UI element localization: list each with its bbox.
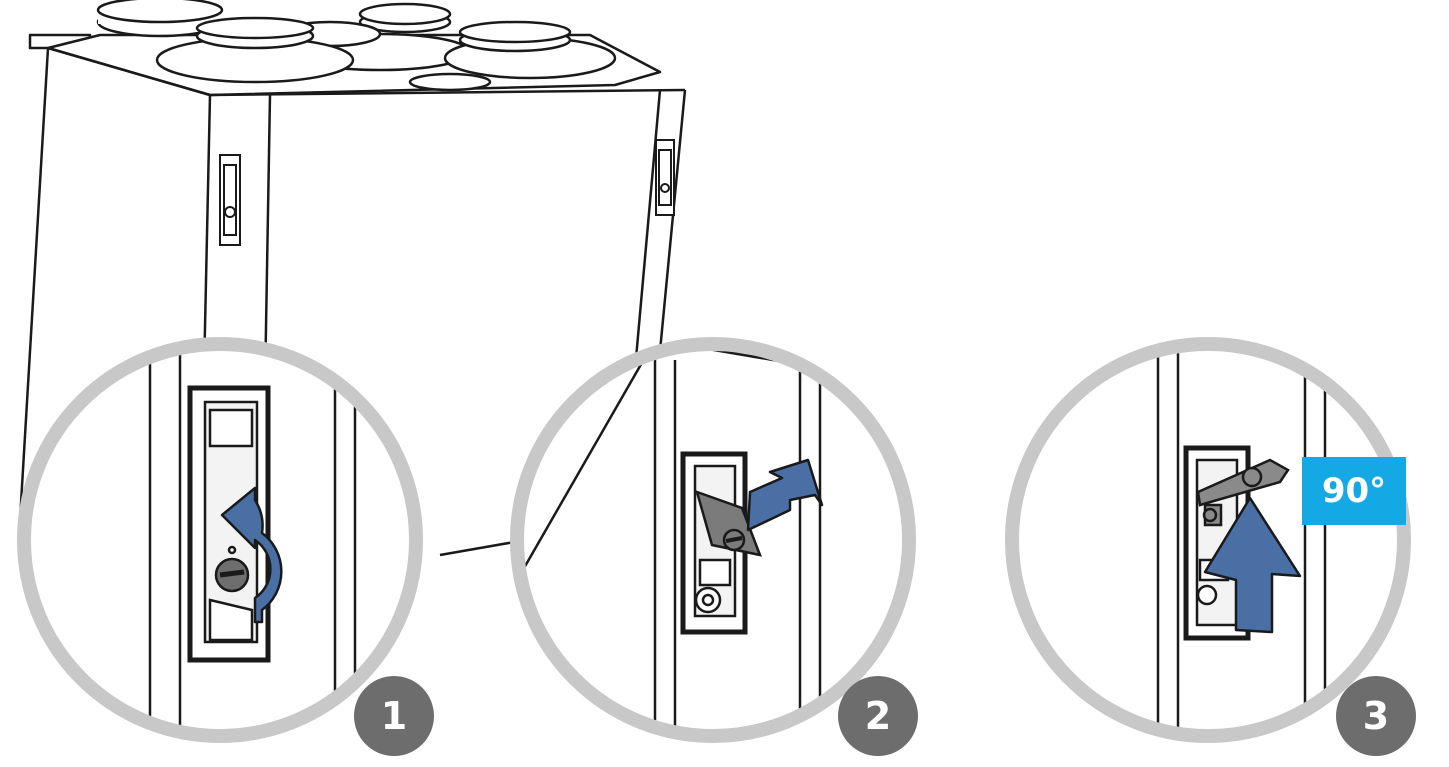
- detail-lens-1: [24, 330, 416, 760]
- step-number: 1: [381, 694, 407, 738]
- step-badge-2: 2: [838, 676, 918, 756]
- step-badge-1: 1: [354, 676, 434, 756]
- angle-text: 90°: [1322, 471, 1386, 511]
- step-number: 2: [865, 694, 891, 738]
- step-number: 3: [1363, 694, 1389, 738]
- door-latch: [220, 140, 674, 245]
- step-badge-3: 3: [1336, 676, 1416, 756]
- rotation-angle-label: 90°: [1302, 457, 1406, 525]
